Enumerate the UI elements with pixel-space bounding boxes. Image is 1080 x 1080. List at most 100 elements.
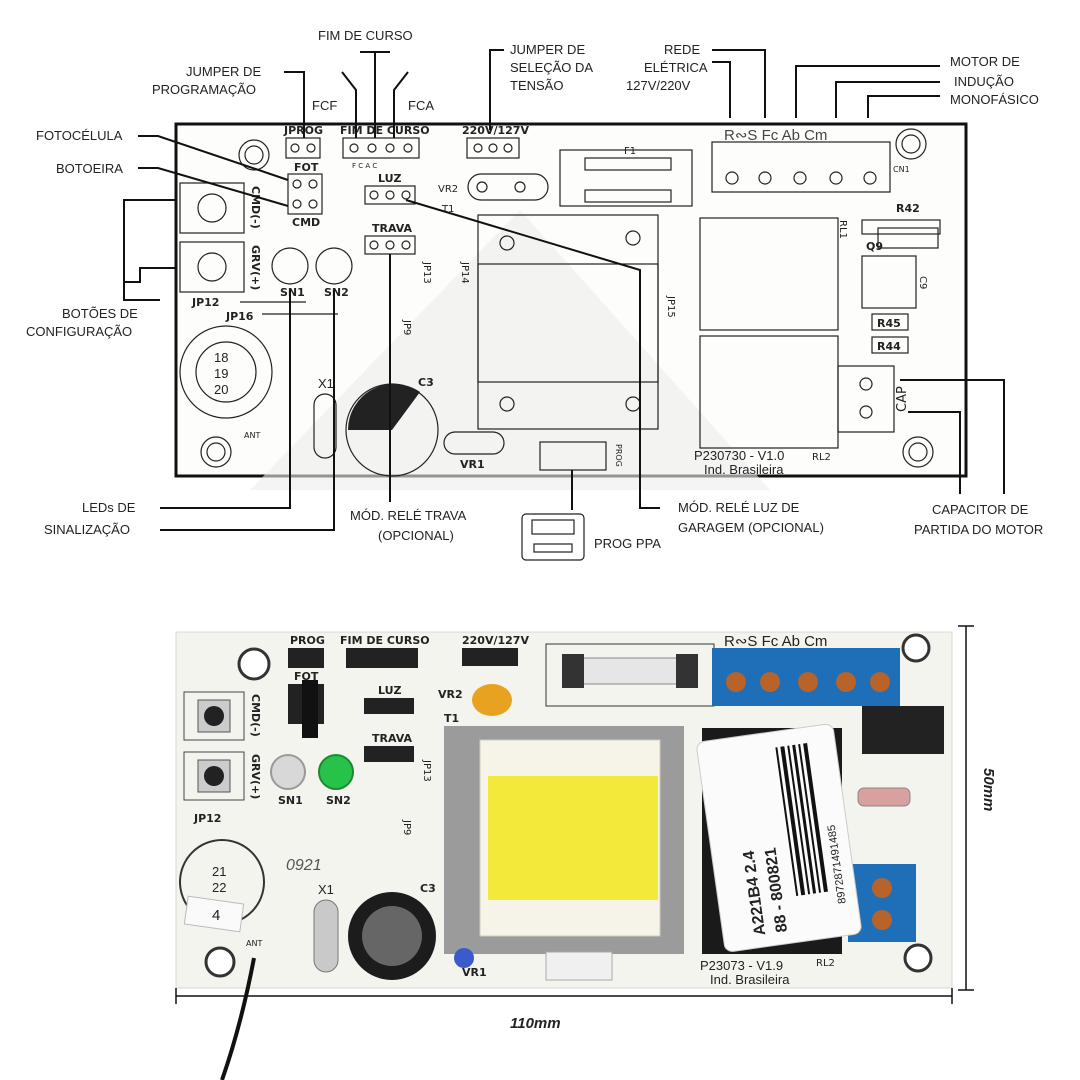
rotary-switch: 18 19 20 (179, 325, 273, 419)
dip-20: 20 (214, 382, 228, 397)
callout-botoeira: BOTOEIRA (56, 161, 123, 176)
t1-label: T1 (441, 204, 454, 215)
photo-c3-label: C3 (420, 882, 436, 895)
prog-ppa-device-icon (521, 513, 585, 561)
cap-label: CAP (895, 386, 910, 412)
photo-vr2 (472, 684, 512, 716)
diagram-terminal-block: R∾S Fc Ab Cm CN1 (711, 127, 910, 193)
photo-jp9-label: JP9 (401, 819, 412, 835)
callout-rede-3: 127V/220V (626, 78, 691, 93)
trava-board-label: TRAVA (372, 222, 413, 235)
photo-jp12-label: JP12 (193, 812, 221, 825)
mounting-holes (200, 128, 934, 468)
photo-led-sn2 (318, 754, 354, 790)
callout-motor-1: MOTOR DE (950, 54, 1020, 69)
model-board-label: P230730 - V1.0 (694, 448, 784, 463)
photo-x1-label: X1 (318, 882, 334, 897)
grv-btn-label: GRV(+) (249, 245, 262, 290)
photo-model-label: P23073 - V1.9 (700, 958, 783, 973)
c3-board-label: C3 (418, 376, 434, 389)
photo-rl2-label: RL2 (816, 958, 835, 969)
photo-terminal-block: R∾S Fc Ab Cm (712, 633, 900, 706)
x1-board-label: X1 (318, 376, 334, 391)
r42 (861, 219, 941, 235)
photo-cmd-label: CMD(-) (249, 694, 262, 737)
photo-dip-22: 22 (212, 880, 226, 895)
callout-texts: FIM DE CURSO JUMPER DE PROGRAMAÇÃO FCF F… (26, 28, 1043, 551)
dip-19: 19 (214, 366, 228, 381)
cap-connector: CAP (837, 365, 910, 433)
photo-dip-21: 21 (212, 864, 226, 879)
jp9-board-label: JP9 (401, 319, 412, 335)
photo-ant-label: ANT (246, 939, 262, 948)
sn1-board-label: SN1 (280, 286, 305, 299)
callout-rede-1: REDE (664, 42, 700, 57)
luz-board-label: LUZ (378, 172, 402, 185)
callout-mod-trava-1: MÓD. RELÉ TRAVA (350, 508, 467, 523)
c9-label: C9 (917, 276, 928, 289)
photo-led-sn1 (270, 754, 306, 790)
r44 (871, 336, 909, 354)
vr1 (443, 431, 505, 455)
f1-label: F1 (624, 146, 636, 157)
tension-jumper: 220V/127V (462, 124, 529, 159)
grv-button: GRV(+) (179, 241, 262, 293)
photo-tension-label: 220V/127V (462, 634, 529, 647)
dimension-height: 50mm (958, 625, 997, 991)
sn2-board-label: SN2 (324, 286, 349, 299)
fim-de-curso-board-label: FIM DE CURSO (340, 124, 430, 137)
jp16-board-label: JP16 (225, 310, 254, 323)
dip-18: 18 (214, 350, 228, 365)
photo-crystal (313, 899, 339, 973)
c9 (861, 255, 917, 309)
trava-header: TRAVA (364, 222, 416, 255)
callout-capacitor-2: PARTIDA DO MOTOR (914, 522, 1043, 537)
photo-mounting-holes (204, 633, 933, 978)
antenna-wire (220, 957, 256, 1080)
callout-jumper-sel-3: TENSÃO (510, 78, 563, 93)
callout-rede-2: ELÉTRICA (644, 60, 708, 75)
callout-jumper-prog-2: PROGRAMAÇÃO (152, 82, 256, 97)
pcb-diagram: JPROG FIM DE CURSO F C A C 220V/127V R∾S… (26, 28, 1043, 561)
vr2: VR2 (438, 173, 549, 201)
callout-fim-de-curso: FIM DE CURSO (318, 28, 413, 43)
fca-pins-label: F C A C (352, 162, 377, 170)
fot-board-label: FOT (294, 161, 319, 174)
callout-jumper-sel-1: JUMPER DE (510, 42, 585, 57)
photo-ind-label: Ind. Brasileira (710, 972, 790, 987)
relay-rl1: RL1 (699, 217, 848, 331)
photo-sn1-label: SN1 (278, 794, 303, 807)
photo-t1-label: T1 (444, 712, 459, 725)
photo-grv-button: GRV(+) (183, 751, 262, 801)
q9-label: Q9 (866, 240, 883, 253)
photo-sticker: A221B4 2.4 88 - 800821 8972871491485 (696, 723, 862, 952)
dimension-width-label: 110mm (510, 1015, 561, 1032)
photo-transformer (444, 726, 684, 954)
callout-motor-2: INDUÇÃO (954, 74, 1014, 89)
photo-handwritten: 0921 (286, 857, 322, 874)
photo-vr1-label: VR1 (462, 966, 487, 979)
ind-board-label: Ind. Brasileira (704, 462, 784, 477)
jp12-board-label: JP12 (191, 296, 219, 309)
callout-fotocelula: FOTOCÉLULA (36, 128, 123, 143)
rl1-label: RL1 (837, 220, 848, 239)
cn1-label: CN1 (893, 165, 910, 174)
callout-botoes-1: BOTÕES DE (62, 306, 138, 321)
callout-mod-luz-1: MÓD. RELÉ LUZ DE (678, 500, 800, 515)
photo-vr1 (454, 948, 474, 968)
photo-prog-connector (545, 951, 613, 981)
fot-cmd-header: FOT CMD (287, 161, 323, 229)
photo-trava-label: TRAVA (372, 732, 413, 745)
callout-jumper-prog-1: JUMPER DE (186, 64, 261, 79)
callout-mod-trava-2: (OPCIONAL) (378, 528, 454, 543)
photo-jumper-fot (302, 680, 318, 738)
ant-board-label: ANT (244, 431, 260, 440)
tension-board-label: 220V/127V (462, 124, 529, 137)
fuse-f1: F1 (559, 146, 693, 207)
photo-cmd-button: CMD(-) (183, 691, 262, 741)
photo-prog-label: PROG (290, 634, 325, 647)
q9 (877, 227, 939, 249)
jp14-board-label: JP14 (459, 261, 470, 284)
callout-fcf: FCF (312, 98, 337, 113)
callout-jumper-sel-2: SELEÇÃO DA (510, 60, 593, 75)
